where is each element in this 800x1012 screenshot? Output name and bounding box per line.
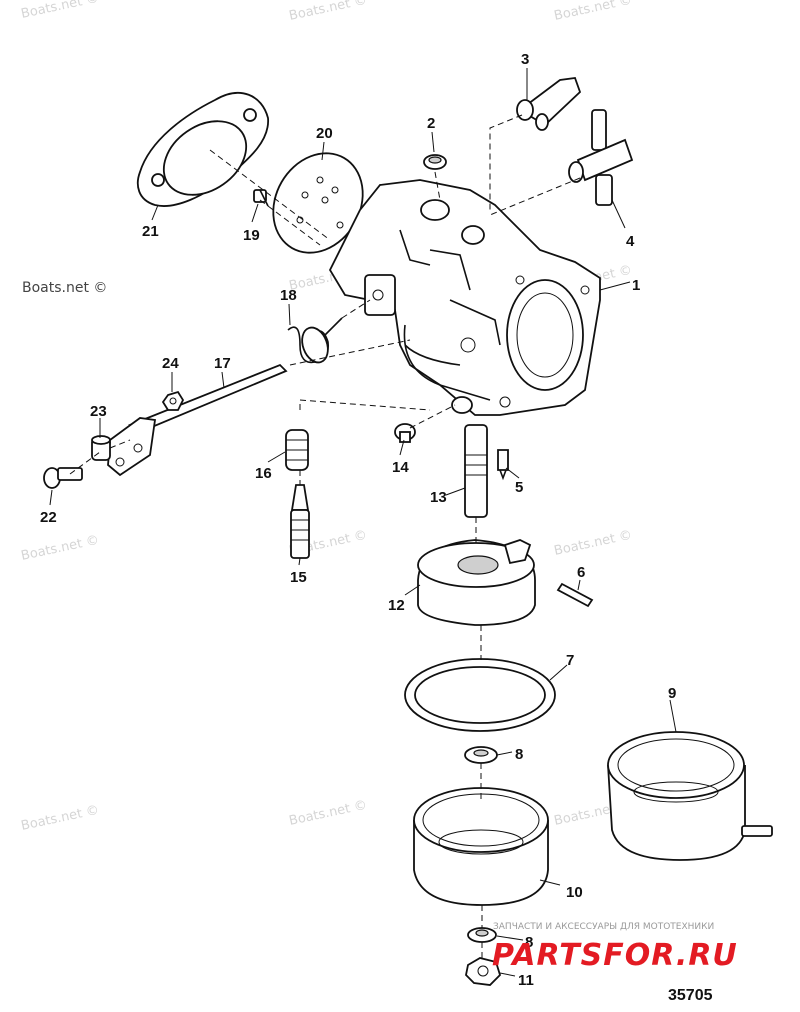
part-21-gasket <box>136 91 269 207</box>
callout-24: 24 <box>162 355 179 372</box>
part-16-spring <box>285 429 309 471</box>
callout-3: 3 <box>521 51 529 68</box>
callout-13: 13 <box>430 489 447 506</box>
callout-11: 11 <box>518 972 534 989</box>
part-13-jet-tube <box>464 424 488 518</box>
watermark: Boats.net © <box>553 528 634 559</box>
footer-banner: ЗАПЧАСТИ И АКСЕССУАРЫ ДЛЯ МОТОТЕХНИКИ <box>493 922 714 932</box>
callouts: 1 2 3 4 5 6 7 8 9 10 8 11 12 13 14 15 16… <box>40 51 676 989</box>
callout-4: 4 <box>626 233 635 250</box>
callout-12: 12 <box>388 597 405 614</box>
callout-18: 18 <box>280 287 297 304</box>
footer-brand-logo: PARTSFOR.RU <box>492 938 738 973</box>
watermark: Boats.net © <box>553 0 634 24</box>
watermark: Boats.net © <box>20 0 101 22</box>
part-11-nut <box>465 957 502 986</box>
part-9-float-bowl <box>607 731 773 861</box>
callout-7: 7 <box>566 652 574 669</box>
part-5-pin <box>497 449 509 481</box>
part-7-gasket <box>404 658 556 732</box>
callout-8-lower: 8 <box>525 934 533 951</box>
part-24-nut <box>161 390 185 411</box>
callout-23: 23 <box>90 403 107 420</box>
callout-1: 1 <box>632 277 640 294</box>
callout-2: 2 <box>427 115 435 132</box>
part-1-carburetor-body <box>328 179 601 416</box>
part-10-float-bowl <box>413 787 549 906</box>
part-6-pin <box>556 582 594 608</box>
callout-6: 6 <box>577 564 585 581</box>
part-8-washer <box>464 746 498 764</box>
footer-branding: ЗАПЧАСТИ И АКСЕССУАРЫ ДЛЯ МОТОТЕХНИКИ PA… <box>492 922 738 973</box>
part-18-spring <box>287 317 343 364</box>
callout-14: 14 <box>392 459 409 476</box>
part-12-float <box>417 539 536 626</box>
watermark: Boats.net © <box>288 0 369 24</box>
part-19-screw <box>253 189 269 207</box>
callout-22: 22 <box>40 509 57 526</box>
callout-20: 20 <box>316 125 333 142</box>
part-22-screw <box>43 467 83 489</box>
callout-21: 21 <box>142 223 159 240</box>
diagram-number: 35705 <box>668 987 713 1004</box>
part-2-plug <box>423 154 447 170</box>
callout-10: 10 <box>566 884 583 901</box>
callout-15: 15 <box>290 569 307 586</box>
watermark: Boats.net © <box>22 280 107 296</box>
assembly-axes <box>69 114 581 958</box>
part-3-fitting <box>516 77 582 131</box>
part-20-plate <box>272 152 364 254</box>
part-15-needle-screw <box>290 484 310 559</box>
callout-19: 19 <box>243 227 260 244</box>
part-17-shaft <box>107 363 288 477</box>
part-4-tee-fitting <box>568 109 634 206</box>
callout-9: 9 <box>668 685 676 702</box>
watermark: Boats.net © <box>20 803 101 834</box>
callout-8: 8 <box>515 746 523 763</box>
leader-lines <box>49 68 677 977</box>
callout-17: 17 <box>214 355 231 372</box>
callout-5: 5 <box>515 479 523 496</box>
callout-16: 16 <box>255 465 272 482</box>
watermark: Boats.net © <box>288 798 369 829</box>
watermark: Boats.net © <box>20 533 101 564</box>
